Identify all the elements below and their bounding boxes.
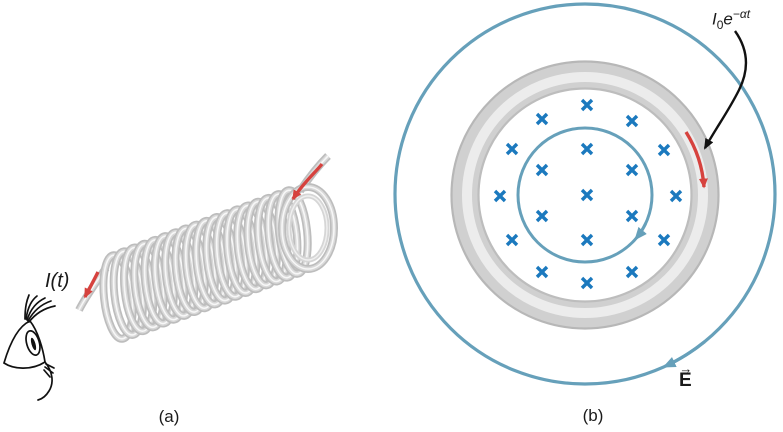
coil-turn xyxy=(102,254,134,340)
coil-opening-inner-highlight xyxy=(288,195,328,261)
panel-a-solenoid xyxy=(3,153,338,401)
current-out-arrow xyxy=(83,271,100,299)
coil-turn xyxy=(281,186,335,270)
e-field-letter: E xyxy=(679,370,692,391)
outer-e-field-line-circle xyxy=(393,2,777,386)
b-field-cross-icon xyxy=(580,188,594,202)
current-function-label: I(t) xyxy=(45,270,70,292)
b-field-cross-icon xyxy=(535,112,549,126)
b-field-cross-icon xyxy=(625,114,639,128)
coil-turn xyxy=(195,220,227,306)
b-field-cross-icon xyxy=(580,98,594,112)
coil-turn xyxy=(123,246,154,332)
ring-current-arrow xyxy=(684,131,708,189)
b-field-cross-icon xyxy=(625,265,639,279)
b-field-cross-icon xyxy=(505,142,519,156)
decaying-current-label: I0e−αt xyxy=(712,8,750,31)
b-field-cross-icon xyxy=(580,142,594,156)
coil-turn xyxy=(154,235,185,321)
b-field-into-page-marks xyxy=(493,98,683,290)
coil-turn xyxy=(226,208,257,294)
exponential-e: e xyxy=(723,9,733,29)
observer-eye-icon xyxy=(3,294,56,401)
coil-turn xyxy=(236,204,268,290)
coil-turn xyxy=(133,242,165,329)
b-field-cross-icon xyxy=(580,276,594,290)
current-label-pointer-arrow xyxy=(703,30,748,150)
b-field-cross-icon xyxy=(493,189,507,203)
inner-e-field-line-circle xyxy=(516,126,654,264)
b-field-cross-icon xyxy=(505,233,519,247)
current-in-arrow xyxy=(291,162,324,201)
b-field-cross-icon xyxy=(669,189,683,203)
outer-e-field-direction-arrow xyxy=(662,340,706,368)
coil-turn xyxy=(164,231,196,317)
b-field-cross-icon xyxy=(535,209,549,223)
b-field-cross-icon xyxy=(535,265,549,279)
b-field-cross-icon xyxy=(625,163,639,177)
b-field-cross-icon xyxy=(625,209,639,223)
coil-turn xyxy=(246,200,278,287)
coil-turn xyxy=(205,216,237,302)
coil-turn xyxy=(143,239,175,325)
panel-b-end-view xyxy=(393,2,777,386)
coil-turn xyxy=(267,193,299,279)
coil-turn xyxy=(215,212,247,298)
vector-arrow-icon: → xyxy=(679,361,692,376)
current-symbol: I xyxy=(712,9,717,29)
coil-turn xyxy=(185,223,216,310)
b-field-cross-icon xyxy=(657,143,671,157)
coil-turn xyxy=(174,227,206,313)
current-subscript: 0 xyxy=(716,18,724,33)
exponent-text: −αt xyxy=(732,7,751,21)
solenoid-cross-section-ring xyxy=(450,60,720,330)
e-field-vector-label: → E xyxy=(679,362,692,390)
caption-a: (a) xyxy=(158,407,180,426)
b-field-cross-icon xyxy=(580,233,594,247)
caption-b: (b) xyxy=(582,406,604,425)
b-field-cross-icon xyxy=(535,163,549,177)
solenoid-coil xyxy=(99,183,338,343)
coil-turn xyxy=(112,250,144,336)
b-field-cross-icon xyxy=(657,233,671,247)
inner-e-field-direction-arrow xyxy=(634,222,648,241)
